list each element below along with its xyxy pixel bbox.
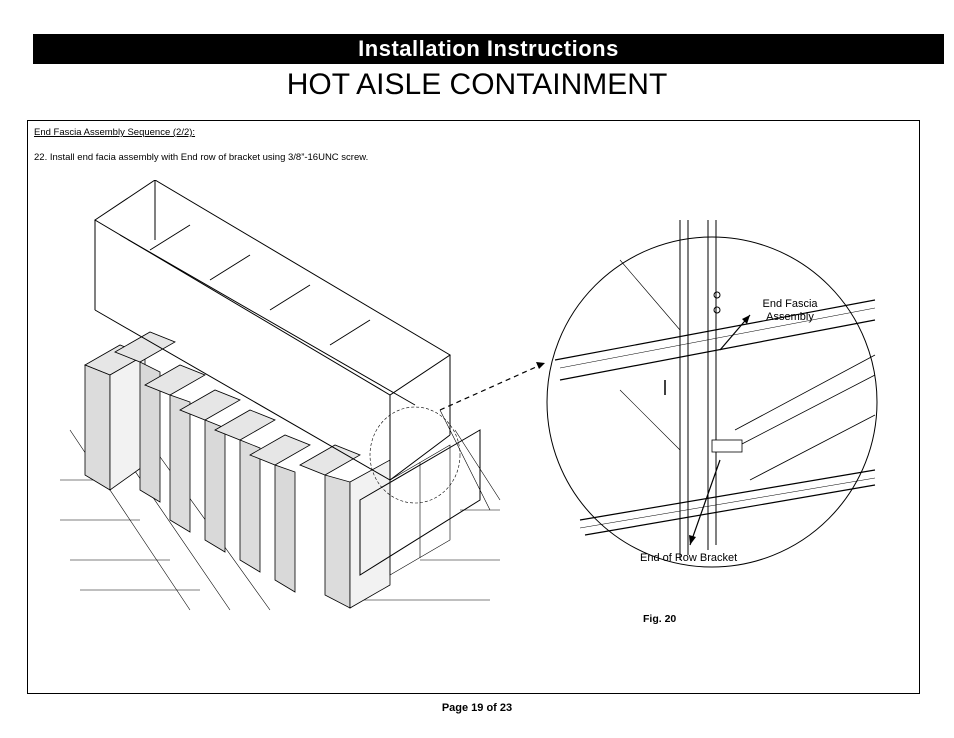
bracket-leader-line <box>689 459 721 546</box>
fascia-leader-arrowhead <box>742 315 750 324</box>
callout-end-fascia: End Fascia Assembly <box>762 298 818 323</box>
door-panels <box>389 444 451 576</box>
document-title: HOT AISLE CONTAINMENT <box>286 68 668 101</box>
banner-title: Installation Instructions <box>358 36 619 61</box>
callout-end-of-row-bracket: End of Row Bracket <box>640 552 738 564</box>
figure-label: Fig. 20 <box>643 613 677 625</box>
detail-magnified-view <box>546 220 878 568</box>
assembly-figure <box>60 180 878 611</box>
step-instruction: 22. Install end facia assembly with End … <box>34 152 369 163</box>
floor-grid <box>60 409 501 611</box>
content-frame <box>27 120 920 694</box>
bracket-leader-arrowhead <box>689 535 696 545</box>
header-banner: Installation Instructions <box>33 34 944 64</box>
detail-pointer-arrow <box>439 362 546 411</box>
detail-marker-circle <box>369 406 461 504</box>
rack-cabinets <box>84 331 391 609</box>
page-number: Page 19 of 23 <box>441 702 513 714</box>
containment-frame <box>94 180 481 576</box>
detail-pointer-arrowhead <box>536 362 545 369</box>
section-heading: End Fascia Assembly Sequence (2/2): <box>34 127 196 138</box>
